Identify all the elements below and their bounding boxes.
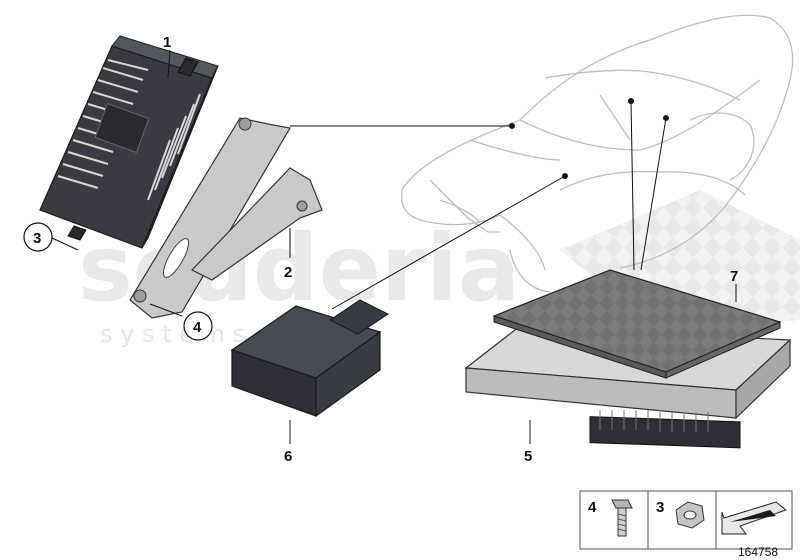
callout-7: 7 bbox=[730, 268, 738, 285]
bolt-icon bbox=[611, 499, 633, 537]
callout-6: 6 bbox=[284, 448, 292, 465]
car-outline bbox=[400, 14, 794, 293]
mounting-bracket bbox=[129, 117, 291, 319]
footwell-module bbox=[39, 35, 219, 249]
callouts: 1 2 3 4 5 6 7 bbox=[23, 34, 738, 465]
reference-number: 164758 bbox=[738, 545, 778, 559]
bracket-2 bbox=[191, 167, 323, 281]
callout-leaders bbox=[51, 49, 737, 444]
watermark-subtitle: s y s t e m s bbox=[100, 320, 245, 348]
callout-3-ring bbox=[23, 222, 53, 252]
leader-lines bbox=[290, 98, 669, 310]
callout-2: 2 bbox=[284, 264, 292, 281]
nut-icon bbox=[675, 501, 705, 529]
arrow-icon bbox=[721, 501, 788, 535]
callout-4: 4 bbox=[193, 319, 202, 336]
legend-nut-number: 3 bbox=[656, 499, 664, 516]
callout-4-ring bbox=[183, 311, 213, 341]
legend-bolt-number: 4 bbox=[588, 499, 597, 516]
callout-1: 1 bbox=[163, 34, 171, 51]
callout-5: 5 bbox=[524, 448, 532, 465]
callout-3: 3 bbox=[33, 230, 41, 247]
fastener-legend: 4 3 bbox=[579, 490, 793, 550]
cover-7 bbox=[492, 269, 782, 379]
control-unit-6 bbox=[230, 299, 389, 418]
